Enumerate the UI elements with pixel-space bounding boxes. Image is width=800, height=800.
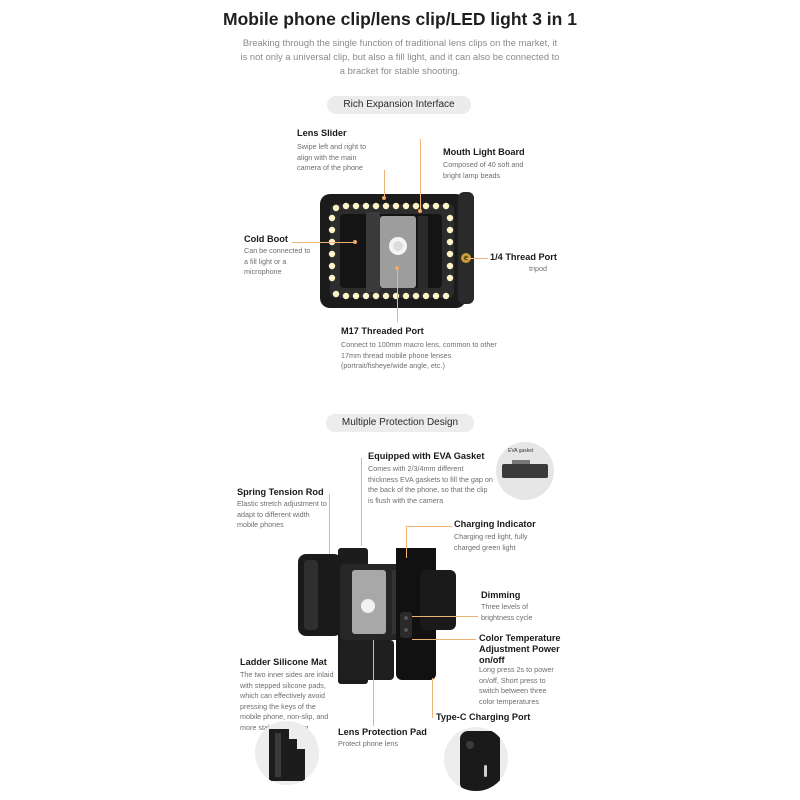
typec-title: Type-C Charging Port bbox=[436, 712, 531, 722]
eva-title: Equipped with EVA Gasket bbox=[368, 451, 485, 461]
mouth-light-leader bbox=[420, 139, 421, 211]
color-temp-desc: Long press 2s to power on/off, Short pre… bbox=[479, 665, 554, 706]
dimming-desc: Three levels of brightness cycle bbox=[481, 602, 533, 622]
spring-title: Spring Tension Rod bbox=[237, 487, 324, 497]
lens-pad-leader bbox=[373, 640, 374, 726]
charging-desc: Charging red light, fully charged green … bbox=[454, 532, 528, 552]
m17-leader bbox=[397, 268, 398, 322]
eva-inset-label: EVA gasket bbox=[508, 448, 534, 454]
lens-pad-desc: Protect phone lens bbox=[338, 739, 398, 748]
clip-product-image bbox=[298, 548, 456, 684]
ladder-title: Ladder Silicone Mat bbox=[240, 657, 327, 667]
color-temp-title: Color Temperature Adjustment Power on/of… bbox=[479, 633, 561, 665]
eva-gasket-inset: EVA gasket bbox=[496, 442, 554, 500]
page-title: Mobile phone clip/lens clip/LED light 3 … bbox=[223, 9, 577, 29]
dimming-leader bbox=[412, 616, 478, 617]
typec-port-inset bbox=[444, 727, 508, 791]
cold-boot-desc: Can be connected to a fill light or a mi… bbox=[244, 246, 311, 277]
charging-leader-h bbox=[406, 526, 452, 527]
thread-port-leader bbox=[466, 258, 488, 259]
cold-boot-dot bbox=[353, 240, 357, 244]
m17-dot bbox=[395, 266, 399, 270]
thread-port-title: 1/4 Thread Port bbox=[490, 252, 557, 262]
m17-desc: Connect to 100mm macro lens, common to o… bbox=[341, 340, 497, 371]
intro-text: Breaking through the single function of … bbox=[240, 37, 560, 76]
typec-leader bbox=[432, 678, 433, 718]
m17-title: M17 Threaded Port bbox=[341, 326, 424, 336]
charging-title: Charging Indicator bbox=[454, 519, 536, 529]
lens-slider-dot bbox=[382, 196, 386, 200]
charging-leader-v bbox=[406, 526, 407, 558]
cold-boot-leader bbox=[292, 242, 355, 243]
ladder-leader bbox=[322, 664, 323, 665]
eva-inset-gasket bbox=[512, 460, 530, 464]
mouth-light-desc: Composed of 40 soft and bright lamp bead… bbox=[443, 160, 524, 180]
eva-inset-part bbox=[502, 464, 548, 478]
eva-leader bbox=[361, 458, 362, 546]
mouth-light-dot bbox=[418, 209, 422, 213]
typec-port-graphic bbox=[460, 731, 500, 791]
lens-slider-leader bbox=[384, 170, 385, 197]
cold-boot-title: Cold Boot bbox=[244, 234, 288, 244]
spring-leader bbox=[329, 494, 330, 554]
section-title-expansion: Rich Expansion Interface bbox=[327, 96, 471, 114]
dimming-title: Dimming bbox=[481, 590, 521, 600]
mouth-light-title: Mouth Light Board bbox=[443, 147, 525, 157]
ladder-mat-graphic bbox=[269, 729, 305, 781]
spring-desc: Elastic stretch adjustment to adapt to d… bbox=[237, 499, 327, 530]
color-temp-leader bbox=[412, 639, 476, 640]
lens-pad-title: Lens Protection Pad bbox=[338, 727, 427, 737]
eva-desc: Comes with 2/3/4mm different thickness E… bbox=[368, 464, 493, 505]
lens-slider-desc: Swipe left and right to align with the m… bbox=[297, 142, 367, 173]
section-title-protection: Multiple Protection Design bbox=[326, 414, 474, 432]
lens-slider-title: Lens Slider bbox=[297, 128, 347, 138]
thread-port-desc: tripod bbox=[529, 264, 547, 273]
ladder-mat-inset bbox=[255, 721, 319, 785]
led-clip-product-image bbox=[320, 192, 474, 308]
